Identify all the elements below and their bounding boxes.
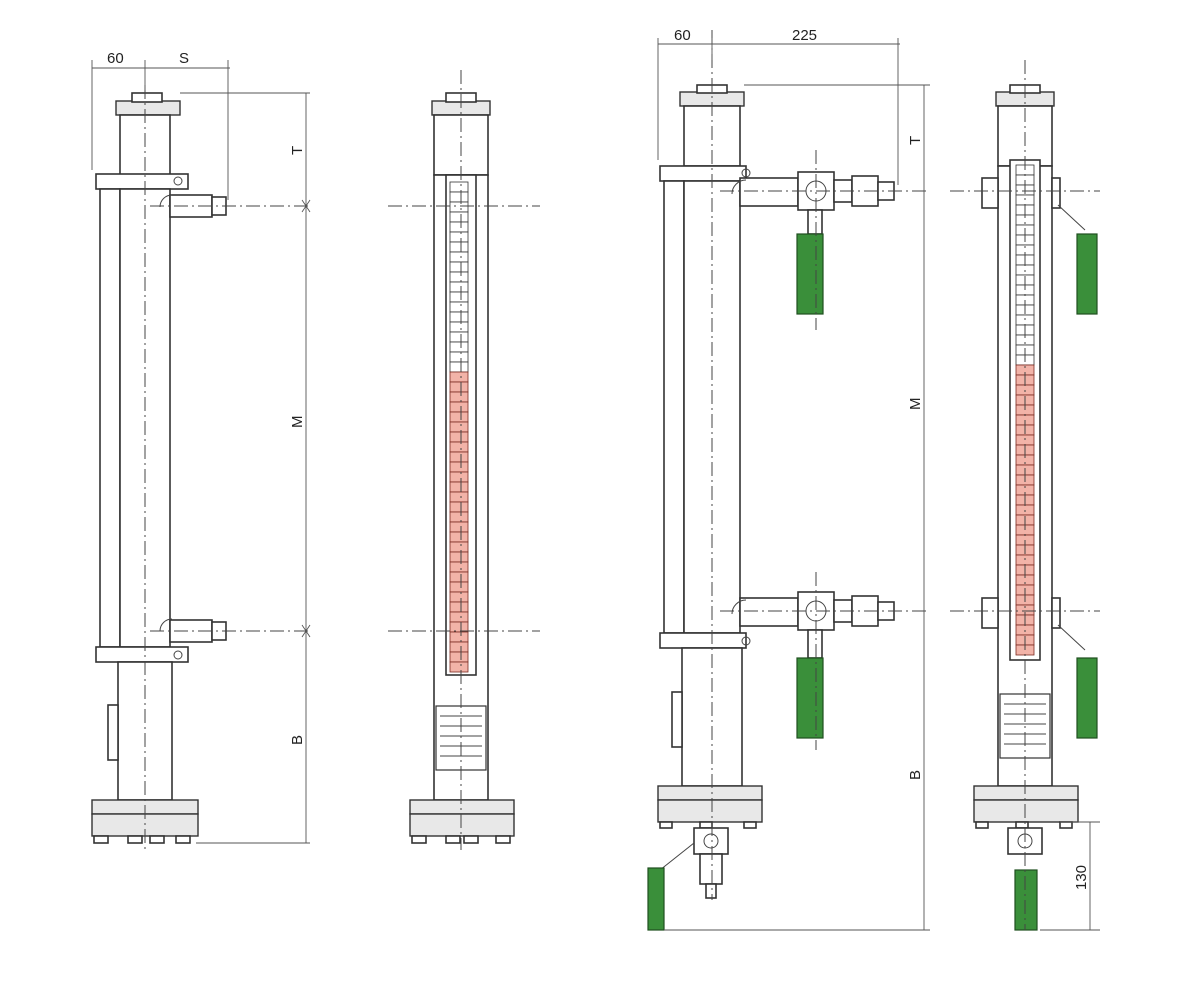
view-4-front-valves: 130 [950, 60, 1100, 931]
indicator-segment [449, 631, 469, 643]
indicator-segment [449, 201, 469, 213]
dim-s-label: S [179, 50, 189, 67]
indicator-segment [449, 451, 469, 463]
indicator-segment [449, 481, 469, 493]
indicator-segment [449, 431, 469, 443]
indicator-segment [449, 411, 469, 423]
indicator-segment [449, 651, 469, 663]
indicator-segment [449, 461, 469, 473]
dim-t-label-view3: T [907, 136, 924, 145]
indicator-segment [449, 291, 469, 303]
dim-60-label: 60 [107, 50, 124, 67]
indicator-segment [449, 591, 469, 603]
indicator-segment [449, 301, 469, 313]
lower-valve-handle [796, 657, 824, 739]
indicator-segment [449, 521, 469, 533]
dim-m-label: M [289, 416, 306, 429]
indicator-segment [449, 491, 469, 503]
dim-130-label: 130 [1073, 865, 1090, 890]
dim-60-label-view3: 60 [674, 27, 691, 44]
drain-valve-handle-view4 [1014, 869, 1038, 931]
drain-valve-handle [647, 867, 665, 931]
upper-valve-handle-view4 [1076, 233, 1098, 315]
indicator-segment [449, 231, 469, 243]
indicator-segment [449, 251, 469, 263]
upper-valve-handle [796, 233, 824, 315]
indicator-segment [449, 661, 469, 673]
view-3-side-valves: 60 225 T M B [647, 27, 930, 931]
indicator-scale-view2 [449, 181, 469, 673]
indicator-segment [449, 601, 469, 613]
indicator-segment [449, 401, 469, 413]
lower-valve-handle-view4 [1076, 657, 1098, 739]
indicator-segment [449, 641, 469, 653]
indicator-segment [449, 261, 469, 273]
dim-t-label: T [289, 146, 306, 155]
indicator-segment [449, 321, 469, 333]
indicator-segment [449, 361, 469, 373]
indicator-segment [449, 371, 469, 383]
indicator-segment [449, 511, 469, 523]
indicator-segment [449, 501, 469, 513]
indicator-segment [449, 541, 469, 553]
indicator-segment [449, 281, 469, 293]
indicator-segment [449, 341, 469, 353]
indicator-segment [449, 351, 469, 363]
indicator-segment [449, 241, 469, 253]
indicator-segment [449, 571, 469, 583]
indicator-segment [449, 211, 469, 223]
view-1-side-basic: 60 S T M B [91, 50, 311, 850]
indicator-segment [449, 181, 469, 193]
view-2-front-basic [388, 70, 540, 850]
indicator-segment [449, 191, 469, 203]
indicator-segment [449, 551, 469, 563]
dim-m-label-view3: M [907, 398, 924, 411]
dim-b-label-view3: B [907, 770, 924, 780]
indicator-segment [449, 391, 469, 403]
indicator-segment [449, 531, 469, 543]
indicator-segment [449, 311, 469, 323]
indicator-segment [449, 381, 469, 393]
indicator-segment [449, 561, 469, 573]
indicator-segment [449, 421, 469, 433]
dim-225-label: 225 [792, 27, 817, 44]
dim-b-label: B [289, 735, 306, 745]
indicator-segment [449, 471, 469, 483]
indicator-segment [449, 441, 469, 453]
indicator-segment [449, 581, 469, 593]
indicator-segment [449, 271, 469, 283]
indicator-segment [449, 331, 469, 343]
indicator-segment [449, 221, 469, 233]
indicator-segment [449, 611, 469, 623]
